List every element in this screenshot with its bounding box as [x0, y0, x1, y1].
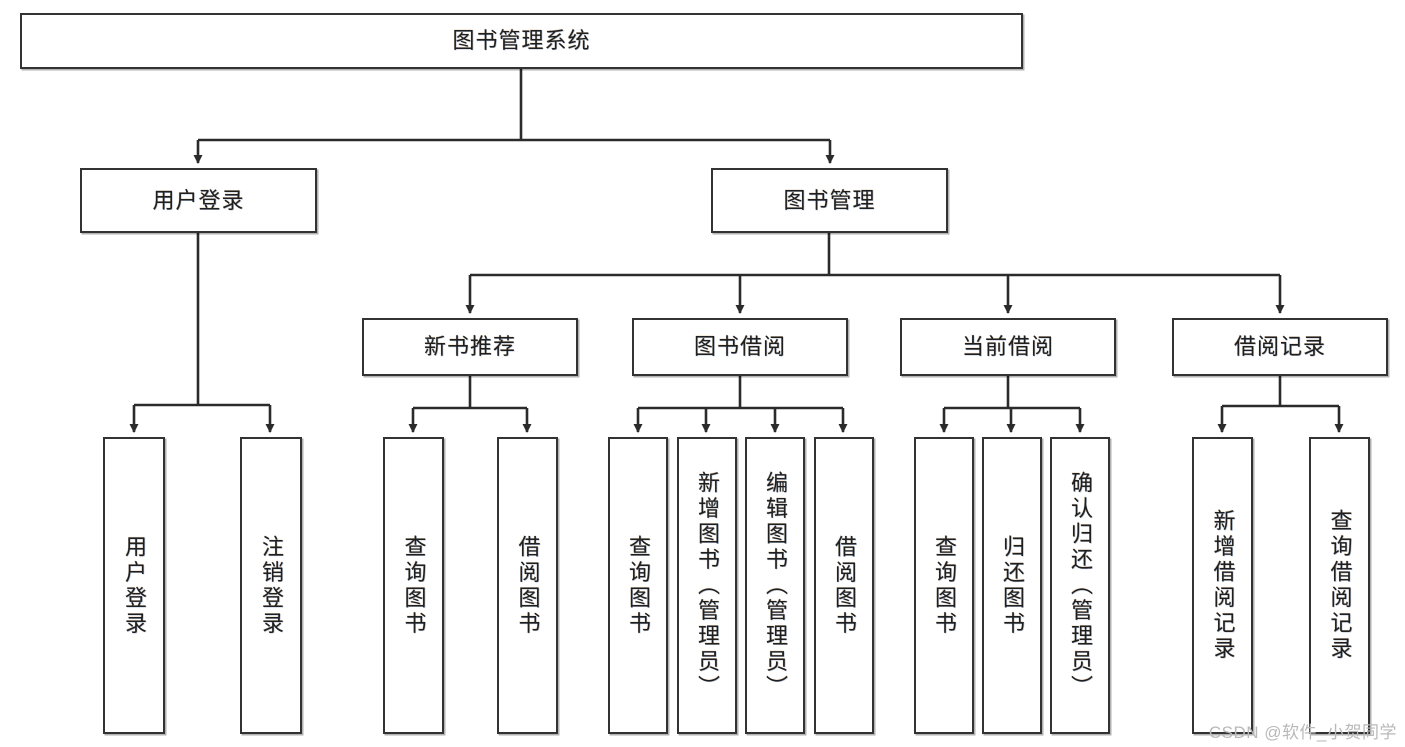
node-user-login[interactable]: 用户登录: [80, 168, 317, 233]
leaf-confirm-return[interactable]: 确认归还（管理员）: [1050, 437, 1110, 734]
leaf-add-borrow-record[interactable]: 新增借阅记录: [1192, 437, 1253, 734]
node-label: 当前借阅: [961, 334, 1054, 360]
leaf-query-book-borrow[interactable]: 查询图书: [608, 437, 668, 734]
leaf-return-book[interactable]: 归还图书: [982, 437, 1042, 734]
node-label: 用户登录: [152, 187, 245, 213]
leaf-edit-book[interactable]: 编辑图书（管理员）: [745, 437, 805, 734]
leaf-logout[interactable]: 注销登录: [240, 437, 302, 734]
node-label: 借阅图书: [515, 534, 541, 637]
node-label: 确认归还（管理员）: [1068, 470, 1093, 701]
node-label: 借阅记录: [1233, 334, 1326, 360]
node-label: 借阅图书: [832, 534, 857, 637]
node-label: 图书借阅: [693, 334, 786, 360]
node-label: 编辑图书（管理员）: [763, 470, 788, 701]
node-new-book-recommend[interactable]: 新书推荐: [362, 318, 578, 376]
node-label: 查询图书: [401, 534, 427, 637]
node-label: 用户登录: [122, 534, 147, 637]
node-label: 查询借阅记录: [1327, 509, 1353, 662]
watermark-text: CSDN @软件_小贺同学: [1208, 723, 1397, 742]
node-label: 图书管理系统: [452, 28, 591, 54]
node-root-book-management-system[interactable]: 图书管理系统: [20, 13, 1023, 69]
leaf-borrow-book[interactable]: 借阅图书: [814, 437, 874, 734]
leaf-user-login[interactable]: 用户登录: [103, 437, 165, 734]
node-label: 新增借阅记录: [1210, 509, 1236, 662]
node-label: 查询图书: [626, 534, 651, 637]
node-label: 注销登录: [259, 534, 284, 637]
leaf-query-book-recommend[interactable]: 查询图书: [383, 437, 444, 734]
leaf-add-book[interactable]: 新增图书（管理员）: [677, 437, 737, 734]
node-book-management[interactable]: 图书管理: [711, 168, 948, 233]
node-label: 新增图书（管理员）: [695, 470, 720, 701]
node-label: 图书管理: [783, 187, 876, 213]
node-borrow-record[interactable]: 借阅记录: [1172, 318, 1388, 376]
node-current-borrow[interactable]: 当前借阅: [900, 318, 1116, 376]
node-label: 查询图书: [932, 534, 957, 637]
leaf-borrow-book-recommend[interactable]: 借阅图书: [497, 437, 558, 734]
node-label: 归还图书: [1000, 534, 1025, 637]
leaf-query-book-current[interactable]: 查询图书: [914, 437, 974, 734]
leaf-query-borrow-record[interactable]: 查询借阅记录: [1309, 437, 1370, 734]
node-book-borrow[interactable]: 图书借阅: [632, 318, 848, 376]
node-label: 新书推荐: [423, 334, 516, 360]
